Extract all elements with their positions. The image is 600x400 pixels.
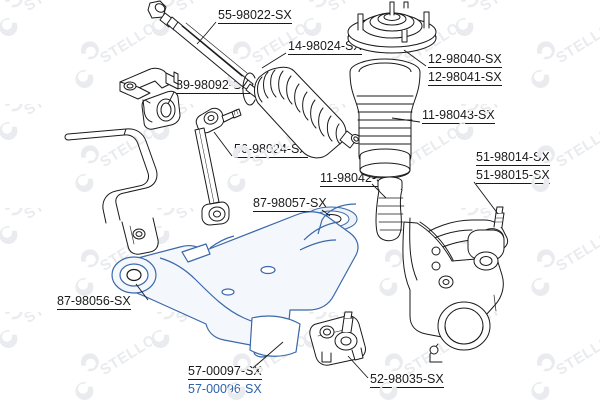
part-control-arm <box>111 203 359 358</box>
part-bump-stop <box>375 176 405 242</box>
part-ball-joint <box>309 311 366 366</box>
part-steering-knuckle <box>402 217 505 363</box>
part-stabilizer-bracket <box>119 67 181 130</box>
part-stabilizer-link <box>194 107 242 226</box>
part-dust-boot <box>349 58 421 179</box>
part-stabilizer-bar <box>64 128 159 255</box>
part-strut-mount <box>347 1 437 54</box>
part-steering-boot <box>242 66 362 159</box>
